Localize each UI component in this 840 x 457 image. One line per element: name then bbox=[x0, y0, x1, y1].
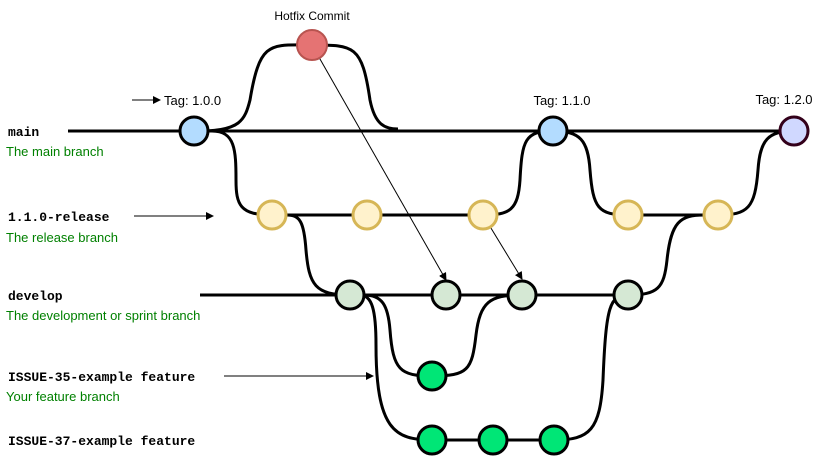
main-commit-1-2-0[interactable] bbox=[778, 115, 810, 147]
release-to-develop-line bbox=[286, 213, 351, 297]
develop-commit[interactable] bbox=[612, 279, 644, 311]
feature37-commit[interactable] bbox=[538, 424, 570, 456]
branch-lines bbox=[68, 43, 796, 442]
main-commit-1-0-0[interactable] bbox=[178, 115, 210, 147]
develop-branch-desc: The development or sprint branch bbox=[6, 308, 200, 323]
feature35-branch-name: ISSUE-35-example feature bbox=[8, 370, 195, 385]
main-branch-desc: The main branch bbox=[6, 144, 104, 159]
release-to-main-line bbox=[482, 129, 554, 217]
feature35-branch-desc: Your feature branch bbox=[6, 389, 120, 404]
tag-label-1-0-0: Tag: 1.0.0 bbox=[164, 93, 221, 108]
develop-commit[interactable] bbox=[430, 279, 462, 311]
feature35-commit[interactable] bbox=[416, 360, 448, 392]
feature37-to-develop-line bbox=[553, 293, 629, 442]
feature37-commit[interactable] bbox=[477, 424, 509, 456]
develop-to-feature37-line bbox=[359, 293, 433, 442]
release-commit[interactable] bbox=[467, 199, 499, 231]
develop-to-feature35-line bbox=[363, 293, 433, 378]
develop-to-release-line bbox=[627, 213, 705, 297]
tag-label-1-2-0: Tag: 1.2.0 bbox=[755, 92, 812, 107]
release-commit[interactable] bbox=[612, 199, 644, 231]
main-commit-1-1-0[interactable] bbox=[537, 115, 569, 147]
hotfix-label: Hotfix Commit bbox=[274, 9, 350, 23]
release-commit[interactable] bbox=[351, 199, 383, 231]
develop-commit[interactable] bbox=[334, 279, 366, 311]
commit-nodes bbox=[178, 29, 810, 456]
develop-commit[interactable] bbox=[506, 279, 538, 311]
release-commit[interactable] bbox=[702, 199, 734, 231]
hotfix-line bbox=[199, 43, 399, 133]
feature35-to-develop-line bbox=[431, 293, 521, 378]
hotfix-to-develop-arrow bbox=[311, 44, 447, 281]
main-branch-name: main bbox=[8, 125, 39, 140]
main-to-release-line bbox=[211, 129, 273, 217]
tag-label-1-1-0: Tag: 1.1.0 bbox=[533, 93, 590, 108]
feature37-commit[interactable] bbox=[416, 424, 448, 456]
release-branch-name: 1.1.0-release bbox=[8, 210, 110, 225]
release-commit[interactable] bbox=[256, 199, 288, 231]
labels: Hotfix Commit Tag: 1.0.0 Tag: 1.1.0 Tag:… bbox=[6, 9, 813, 449]
main-to-release2-line bbox=[552, 129, 629, 217]
release-branch-desc: The release branch bbox=[6, 230, 118, 245]
develop-branch-name: develop bbox=[8, 289, 63, 304]
hotfix-commit-node[interactable] bbox=[296, 29, 328, 61]
feature37-branch-name: ISSUE-37-example feature bbox=[8, 434, 195, 449]
release2-to-main-line bbox=[717, 129, 795, 217]
